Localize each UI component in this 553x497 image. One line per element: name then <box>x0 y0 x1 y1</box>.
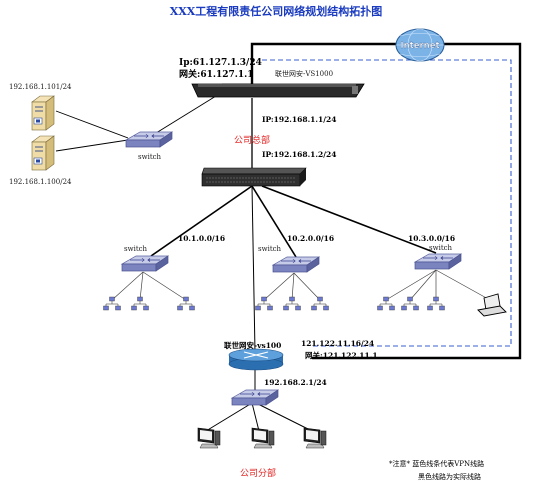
access-switch-icon <box>414 253 462 270</box>
hq-label: 公司总部 <box>234 134 270 146</box>
hq-firewall-name: 联世网安-VS1000 <box>275 69 333 78</box>
access-switch-icon <box>272 256 320 273</box>
hq-wan-ip: Ip:61.127.1.3/24 <box>179 58 262 68</box>
branch-router-device <box>228 348 284 371</box>
subnet-label: 10.3.0.0/16 <box>408 234 455 243</box>
subnet-label: 10.1.0.0/16 <box>178 234 225 243</box>
diagram-title: XXX工程有限责任公司网络规划结构拓扑图 <box>170 4 383 18</box>
branch-wan-gateway: 网关:121.122.11.1 <box>305 350 378 360</box>
vpn-link <box>262 59 512 347</box>
host-group-icon <box>177 296 195 311</box>
internet-globe-icon: Internet <box>395 28 445 62</box>
access-switch-icon <box>121 255 169 272</box>
server-ip: 192.168.1.101/24 <box>9 83 72 91</box>
server-switch-icon <box>125 131 173 148</box>
legend-note-vpn: *注意* 蓝色线条代表VPN线路 <box>389 459 484 468</box>
hq-firewall-device <box>191 83 365 98</box>
branch-wan-ip: 121.122.11.16/24 <box>301 339 374 348</box>
server-ip: 192.168.1.100/24 <box>9 178 72 186</box>
host-group-icon <box>255 296 273 311</box>
core-switch-device <box>201 167 307 187</box>
hq-wan-gateway: 网关:61.127.1.1 <box>179 68 254 80</box>
host-group-icon <box>283 296 301 311</box>
branch-label: 公司分部 <box>240 467 276 479</box>
host-group-icon <box>311 296 329 311</box>
host-group-icon <box>131 296 149 311</box>
laptop-icon <box>477 293 507 317</box>
core-switch-ip: IP:192.168.1.2/24 <box>262 150 336 159</box>
host-group-icon <box>377 296 395 311</box>
internet-label: Internet <box>400 41 439 51</box>
pc-icon <box>303 427 327 449</box>
server-switch-label: switch <box>138 153 162 161</box>
server-icon <box>31 95 55 131</box>
pc-icon <box>197 427 221 449</box>
access-switch-label: switch <box>124 245 148 253</box>
legend-note-real: 黑色线路为实际线路 <box>418 472 481 481</box>
host-group-icon <box>401 296 419 311</box>
branch-switch-icon <box>231 389 279 406</box>
host-group-icon <box>103 296 121 311</box>
hq-lan-ip: IP:192.168.1.1/24 <box>262 115 336 124</box>
pc-icon <box>251 427 275 449</box>
access-branches <box>111 269 491 301</box>
branch-firewall-name: 联世网安-vs100 <box>224 340 281 350</box>
branch-lan-ip: 192.168.2.1/24 <box>264 378 327 387</box>
subnet-label: 10.2.0.0/16 <box>287 234 334 243</box>
access-switch-label: switch <box>429 244 453 252</box>
access-switch-label: switch <box>258 245 282 253</box>
host-group-icon <box>427 296 445 311</box>
physical-links <box>55 42 522 432</box>
server-icon <box>31 135 55 171</box>
